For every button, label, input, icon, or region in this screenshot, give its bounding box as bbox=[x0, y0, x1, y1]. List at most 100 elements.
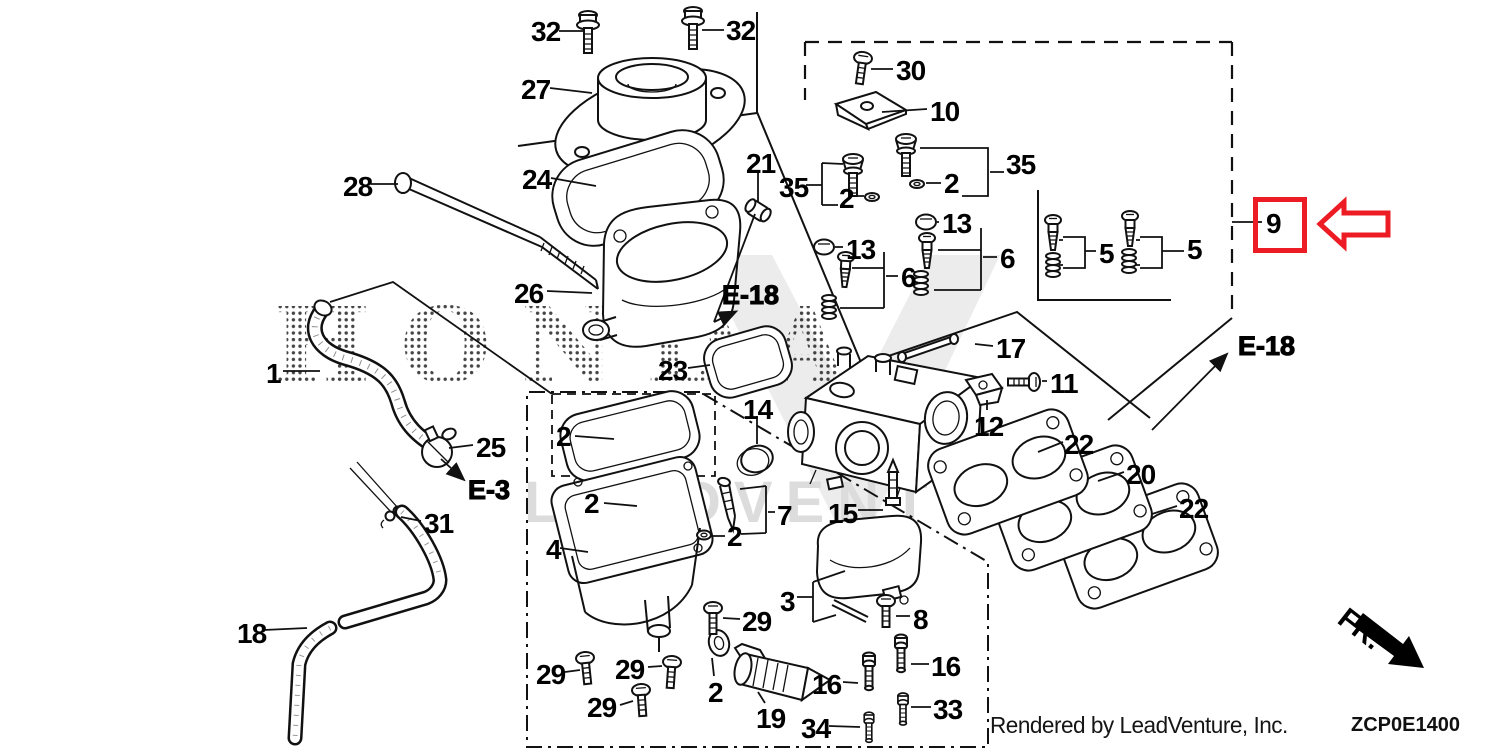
part-2-washer bbox=[909, 179, 925, 189]
part-callout-15: 15 bbox=[828, 498, 858, 529]
part-callout-32: 32 bbox=[726, 15, 756, 46]
leader-lines bbox=[263, 29, 1262, 728]
part-5-screw bbox=[1044, 214, 1062, 251]
part-callout-9: 9 bbox=[1266, 208, 1282, 239]
part-callout-32: 32 bbox=[531, 16, 561, 47]
part-2-washer bbox=[864, 192, 880, 202]
part-8-screw bbox=[876, 594, 896, 628]
part-34-jet bbox=[863, 711, 875, 744]
part-15-needle bbox=[885, 457, 901, 506]
part-callout-2: 2 bbox=[584, 488, 600, 519]
part-5-screw bbox=[1121, 210, 1139, 247]
part-callout-18: 18 bbox=[237, 618, 267, 649]
part-callout-11: 11 bbox=[1050, 368, 1079, 399]
highlight-arrow-icon bbox=[1316, 196, 1391, 252]
part-19-solenoid bbox=[733, 642, 832, 703]
part-callout-2: 2 bbox=[556, 421, 572, 452]
part-11-screw bbox=[1007, 372, 1041, 392]
part-29-screw bbox=[630, 682, 653, 718]
part-callout-33: 33 bbox=[933, 694, 963, 725]
part-7-needle bbox=[717, 476, 736, 534]
part-callout-22: 22 bbox=[1179, 493, 1209, 524]
part-3-float bbox=[815, 514, 923, 623]
part-2-seat bbox=[696, 529, 712, 541]
part-callout-13: 13 bbox=[942, 208, 972, 239]
part-2-seal bbox=[707, 629, 731, 657]
footer-credit: Rendered by LeadVenture, Inc. bbox=[990, 712, 1288, 738]
part-callout-31: 31 bbox=[424, 508, 454, 539]
part-14-cap bbox=[736, 444, 774, 476]
part-29-screw bbox=[660, 654, 683, 690]
part-5-spring bbox=[1045, 252, 1061, 278]
part-callout-34: 34 bbox=[801, 713, 831, 744]
part-16-jet bbox=[894, 633, 908, 674]
part-25-clamp bbox=[421, 425, 457, 468]
part-17-pin bbox=[897, 333, 959, 363]
part-callout-6: 6 bbox=[1000, 243, 1016, 274]
part-callout-22: 22 bbox=[1064, 429, 1094, 460]
part-callout-7: 7 bbox=[777, 500, 793, 531]
part-callout-3: 3 bbox=[780, 586, 796, 617]
reference-arrows bbox=[440, 213, 1229, 482]
part-callout-12: 12 bbox=[974, 411, 1004, 442]
ref-label-e-3: E-3 bbox=[467, 475, 511, 505]
part-18-hose bbox=[287, 504, 448, 746]
part-callout-5: 5 bbox=[1187, 234, 1203, 265]
part-callout-2: 2 bbox=[708, 677, 724, 708]
part-callout-6: 6 bbox=[901, 262, 917, 293]
ref-label-e-18: E-18 bbox=[1237, 331, 1296, 361]
part-29-screw bbox=[703, 601, 723, 635]
part-31-clip bbox=[349, 461, 404, 529]
part-callout-10: 10 bbox=[930, 96, 960, 127]
part-33-jet bbox=[897, 692, 909, 726]
part-callout-2: 2 bbox=[727, 521, 743, 552]
part-callout-24: 24 bbox=[522, 164, 552, 195]
part-30-screw bbox=[849, 49, 874, 86]
part-callout-14: 14 bbox=[743, 394, 773, 425]
part-27-insulator bbox=[554, 57, 746, 177]
part-callout-5: 5 bbox=[1099, 238, 1115, 269]
part-callout-27: 27 bbox=[521, 74, 551, 105]
part-callout-2: 2 bbox=[944, 168, 960, 199]
part-10-plate bbox=[833, 90, 909, 131]
part-2-gasket bbox=[559, 390, 701, 482]
diagram-code: ZCP0E1400 bbox=[1351, 714, 1460, 736]
part-callout-23: 23 bbox=[658, 355, 688, 386]
part-32-bolt bbox=[681, 6, 705, 50]
part-35-screw bbox=[895, 133, 917, 177]
part-callout-16: 16 bbox=[931, 651, 961, 682]
part-26-chamber bbox=[582, 198, 742, 348]
part-callout-35: 35 bbox=[779, 172, 809, 203]
part-16-jet bbox=[862, 651, 876, 692]
part-callout-17: 17 bbox=[996, 333, 1026, 364]
part-12-bracket bbox=[964, 372, 1004, 407]
part-28-bolt bbox=[394, 172, 599, 290]
part-callout-28: 28 bbox=[343, 171, 373, 202]
part-callout-25: 25 bbox=[476, 432, 506, 463]
part-32-bolt bbox=[576, 10, 600, 54]
part-callout-4: 4 bbox=[546, 534, 562, 565]
part-1-hose bbox=[306, 299, 452, 460]
part-5-spring bbox=[1121, 248, 1137, 274]
part-callout-29: 29 bbox=[587, 692, 617, 723]
part-callout-21: 21 bbox=[746, 148, 776, 179]
carburetor-body bbox=[787, 346, 985, 501]
part-6-spring bbox=[913, 270, 929, 296]
part-29-screw bbox=[574, 650, 598, 686]
part-callout-8: 8 bbox=[913, 604, 929, 635]
ref-label-e-18: E-18 bbox=[721, 280, 780, 310]
part-callout-29: 29 bbox=[615, 654, 645, 685]
part-4-float-chamber bbox=[550, 455, 714, 652]
part-callout-19: 19 bbox=[756, 703, 786, 734]
part-callout-13: 13 bbox=[846, 234, 876, 265]
part-callout-35: 35 bbox=[1006, 149, 1036, 180]
part-callout-26: 26 bbox=[514, 278, 544, 309]
part-23-gasket bbox=[703, 325, 793, 399]
part-callout-20: 20 bbox=[1126, 459, 1156, 490]
part-6-spring bbox=[821, 294, 837, 320]
fr-direction: FR. bbox=[1332, 602, 1424, 668]
part-callout-2: 2 bbox=[839, 183, 855, 214]
highlight-box bbox=[1253, 197, 1307, 253]
